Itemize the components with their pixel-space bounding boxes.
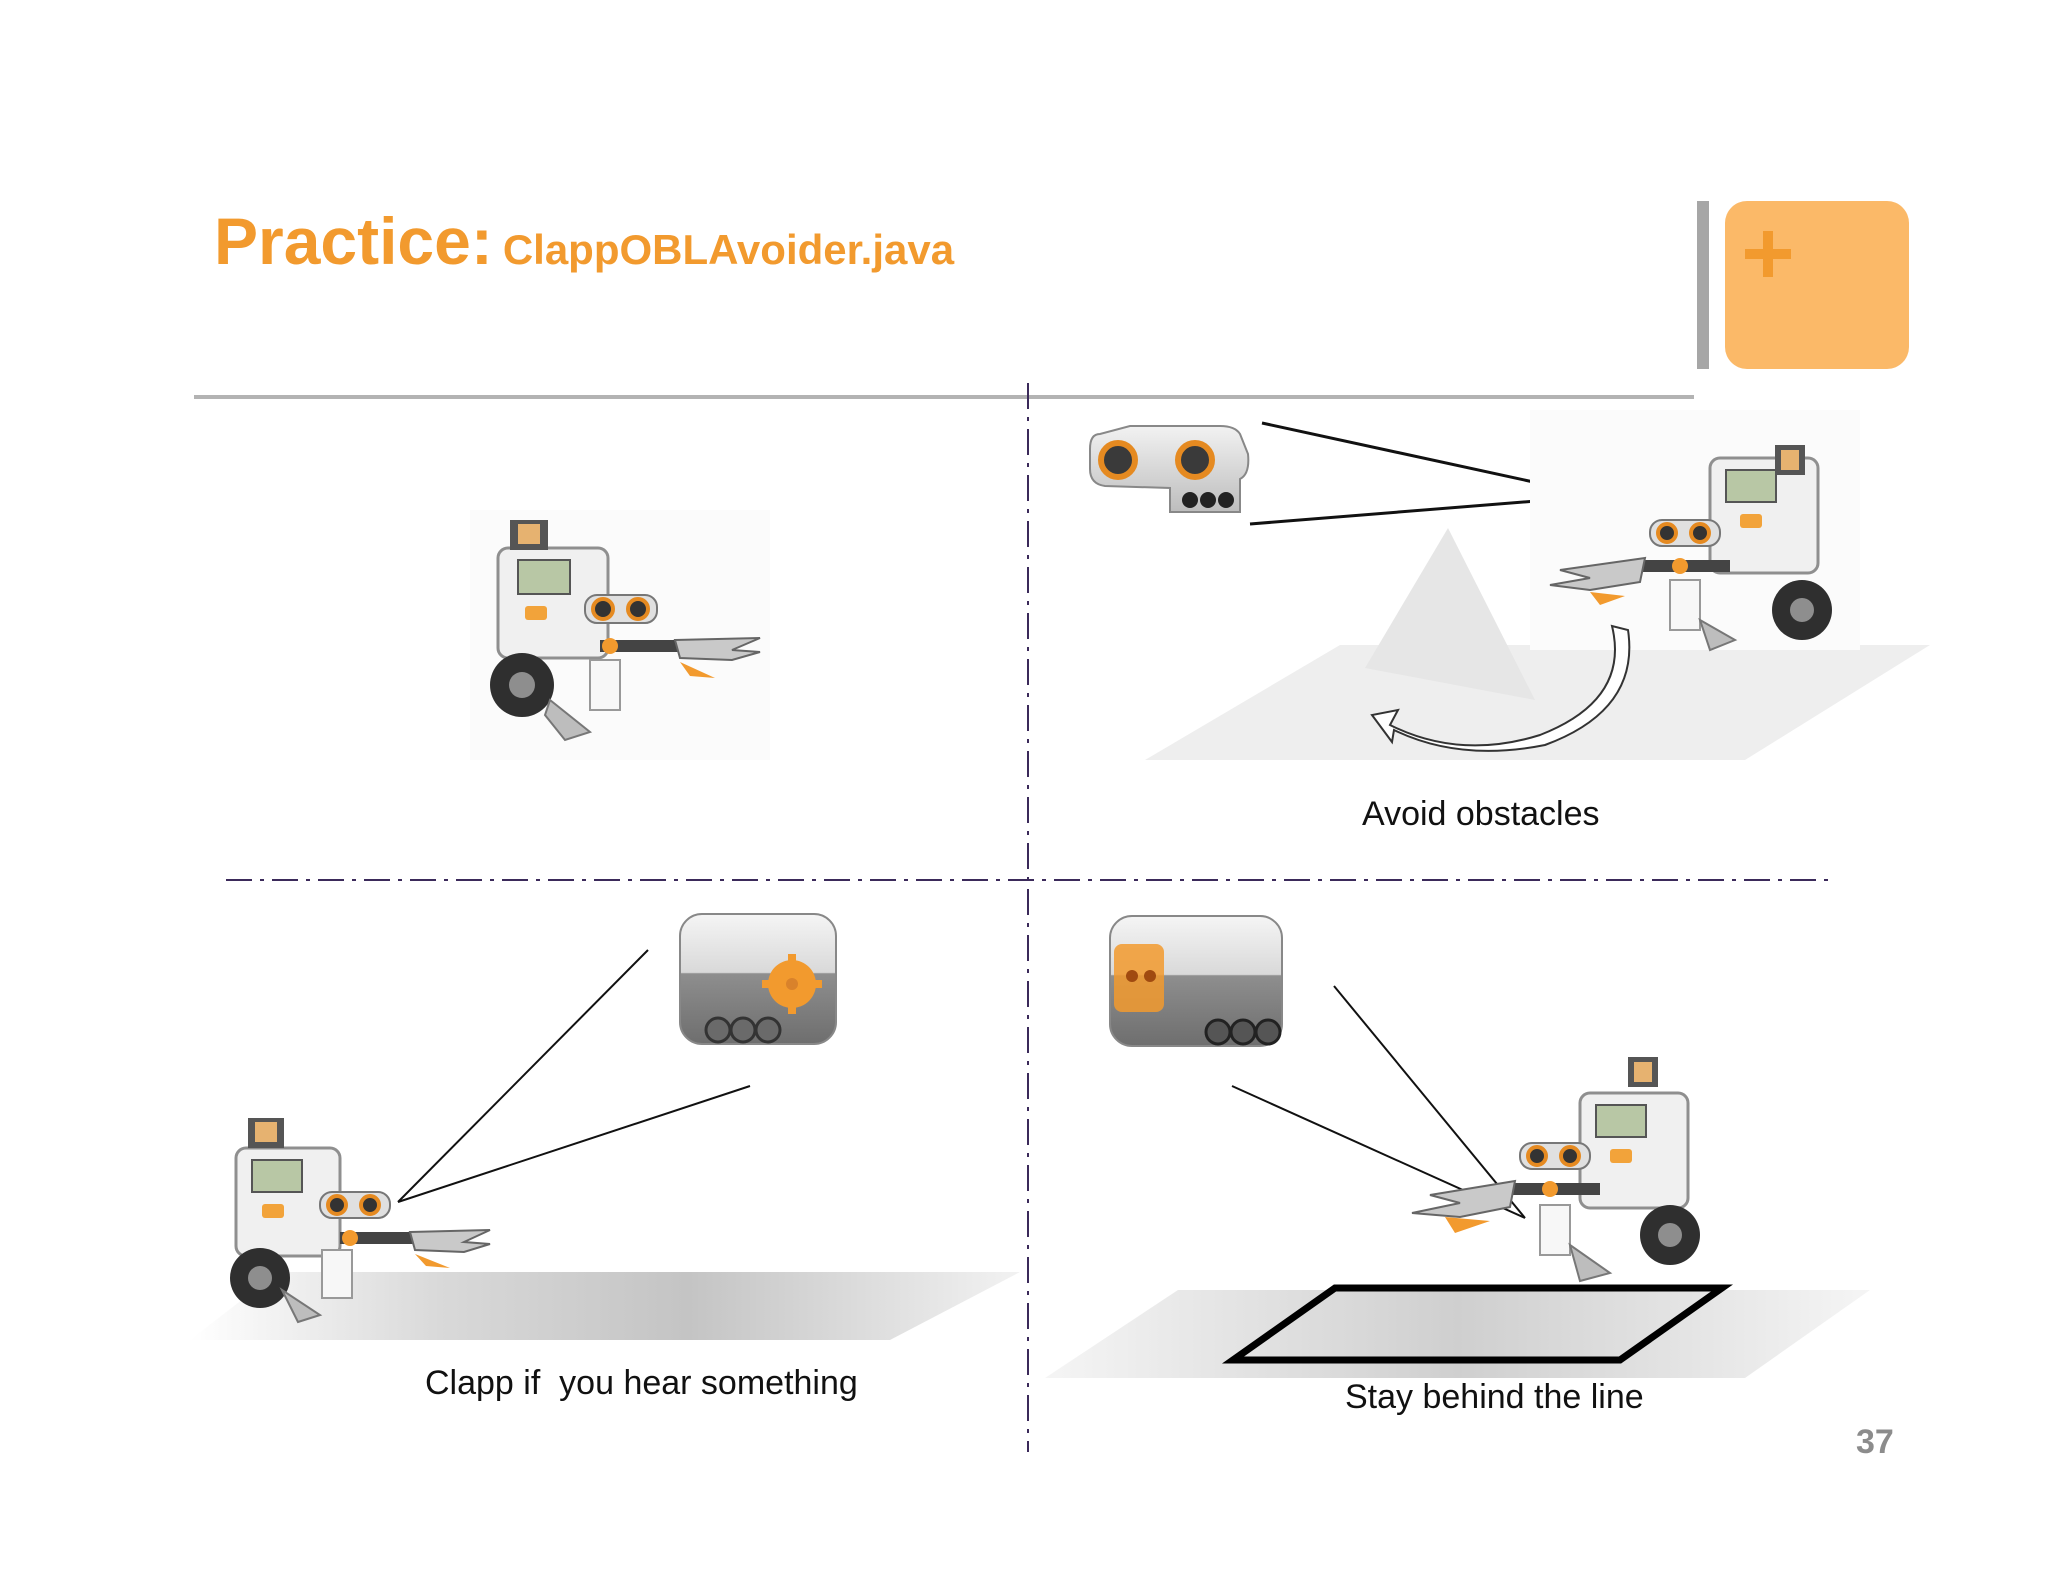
title-rule — [194, 395, 1694, 399]
sound-lines — [397, 949, 751, 1203]
sound-sensor — [679, 913, 837, 1045]
turn-arrow — [1370, 624, 1631, 752]
robot-top-left — [470, 510, 770, 760]
slide-title: Practice:ClappOBLAvoider.java — [214, 208, 954, 274]
robot-bottom-left — [230, 1118, 491, 1324]
floor-bottom-right — [1045, 1290, 1870, 1378]
title-main: Practice: — [214, 204, 493, 278]
title-subtitle: ClappOBLAvoider.java — [502, 226, 955, 273]
light-sensor — [1109, 915, 1283, 1047]
page-number: 37 — [1856, 1423, 1894, 1461]
accent-box — [1725, 201, 1909, 369]
line-boundary — [1221, 1284, 1734, 1364]
caption-stay-behind-line: Stay behind the line — [1345, 1378, 1644, 1416]
quadrant-dividers — [226, 383, 1830, 1452]
plus-icon — [1745, 231, 1791, 277]
robot-top-right — [1530, 410, 1860, 652]
caption-clapp: Clapp if you hear something — [425, 1364, 858, 1402]
obstacle-pyramid — [1365, 528, 1535, 700]
floor-bottom-left — [190, 1272, 1020, 1340]
vertical-accent-bar — [1697, 201, 1709, 369]
ultrasonic-sensor — [1089, 425, 1250, 513]
robot-bottom-right — [1411, 1057, 1700, 1283]
caption-avoid-obstacles: Avoid obstacles — [1362, 795, 1600, 833]
obstacle-floor — [1145, 645, 1930, 760]
